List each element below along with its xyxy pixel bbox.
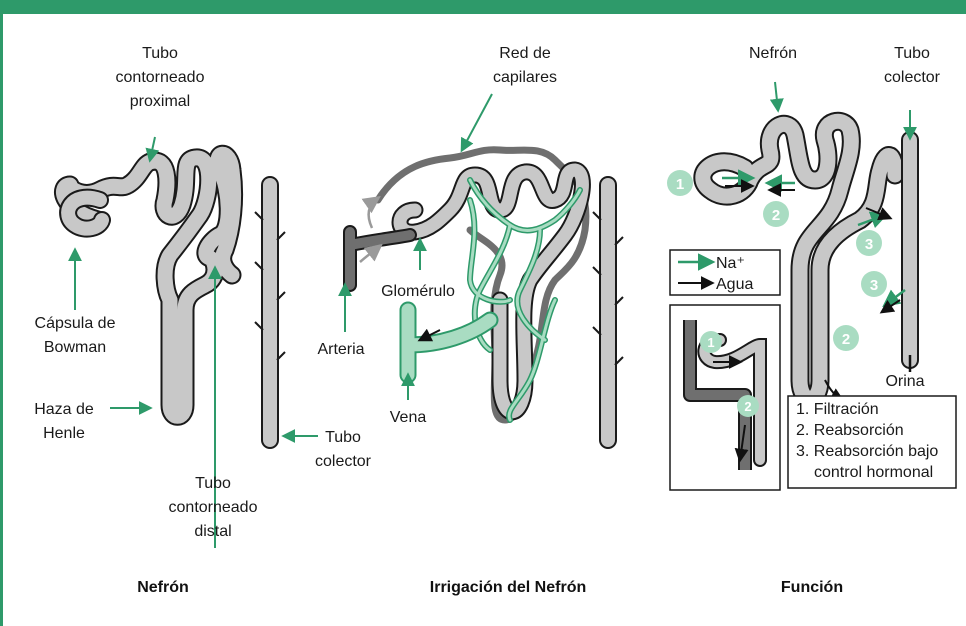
header-bar	[0, 0, 966, 14]
label-bowman-1: Cápsula de	[35, 315, 116, 332]
arrow-nefron	[769, 81, 784, 113]
svg-text:3: 3	[865, 236, 873, 253]
legend-agua-label: Agua	[716, 276, 753, 293]
arrow-capillaries	[460, 93, 493, 153]
badge-1: 1	[667, 170, 693, 196]
label-distal-3: distal	[194, 523, 231, 540]
inset-badge-2: 2	[737, 395, 759, 417]
badge-3b: 3	[861, 271, 887, 297]
step-3b: control hormonal	[814, 464, 933, 481]
arrow-agua-4	[879, 299, 901, 314]
label-henle-2: Henle	[43, 425, 85, 442]
inset-badge-1: 1	[700, 331, 722, 353]
label-bowman-2: Bowman	[44, 339, 106, 356]
label-collector3-1: Tubo	[894, 45, 930, 62]
badge-2b: 2	[833, 325, 859, 351]
svg-text:1: 1	[707, 335, 714, 350]
step-2: 2. Reabsorción	[796, 422, 904, 439]
label-proximal-2: contorneado	[116, 69, 205, 86]
legend-na-label: Na⁺	[716, 255, 745, 272]
label-nefron: Nefrón	[749, 45, 797, 62]
arrow-proximal	[145, 136, 160, 163]
label-proximal-3: proximal	[130, 93, 190, 110]
legend-box	[669, 249, 781, 296]
caption-funcion: Función	[781, 579, 843, 596]
duct-branches	[254, 211, 286, 361]
arrow-agua-3	[865, 207, 893, 221]
badge-3a: 3	[856, 230, 882, 256]
capillary-network-inner	[468, 178, 582, 422]
label-distal-2: contorneado	[169, 499, 258, 516]
svg-text:1: 1	[676, 176, 684, 193]
label-arteria: Arteria	[317, 341, 364, 358]
label-distal-1: Tubo	[195, 475, 231, 492]
left-border	[0, 14, 3, 626]
caption-nefron: Nefrón	[137, 579, 189, 596]
badge-2a: 2	[763, 201, 789, 227]
label-glomerulo: Glomérulo	[381, 283, 455, 300]
steps-box	[787, 395, 957, 489]
step-3a: 3. Reabsorción bajo	[796, 443, 938, 460]
label-collector-2: colector	[315, 453, 372, 470]
arrow-flow-in	[361, 195, 381, 229]
svg-text:2: 2	[842, 331, 850, 348]
svg-text:2: 2	[772, 207, 780, 224]
svg-text:3: 3	[870, 277, 878, 294]
label-red-2: capilares	[493, 69, 557, 86]
label-red-1: Red de	[499, 45, 551, 62]
svg-text:2: 2	[744, 399, 751, 414]
arrow-flow-up	[359, 243, 383, 263]
label-vena: Vena	[390, 409, 427, 426]
label-collector3-2: colector	[884, 69, 941, 86]
nephron-panel: Tubo contorneado proximal Cápsula de Bow…	[34, 45, 371, 596]
function-panel: 1 2 3 3 2 Nefrón Tubo colector Orina	[667, 45, 957, 596]
label-proximal-1: Tubo	[142, 45, 178, 62]
label-collector-1: Tubo	[325, 429, 361, 446]
inset-arrow-2	[734, 424, 749, 463]
label-orina: Orina	[885, 373, 924, 390]
step-1: 1. Filtración	[796, 401, 879, 418]
label-henle-1: Haza de	[34, 401, 94, 418]
caption-irrigacion: Irrigación del Nefrón	[430, 579, 586, 596]
arrow-vein-flow	[417, 328, 441, 342]
duct-branches-2	[592, 211, 624, 366]
irrigation-panel: Red de capilares Glomérulo Arteria Vena …	[317, 45, 624, 596]
